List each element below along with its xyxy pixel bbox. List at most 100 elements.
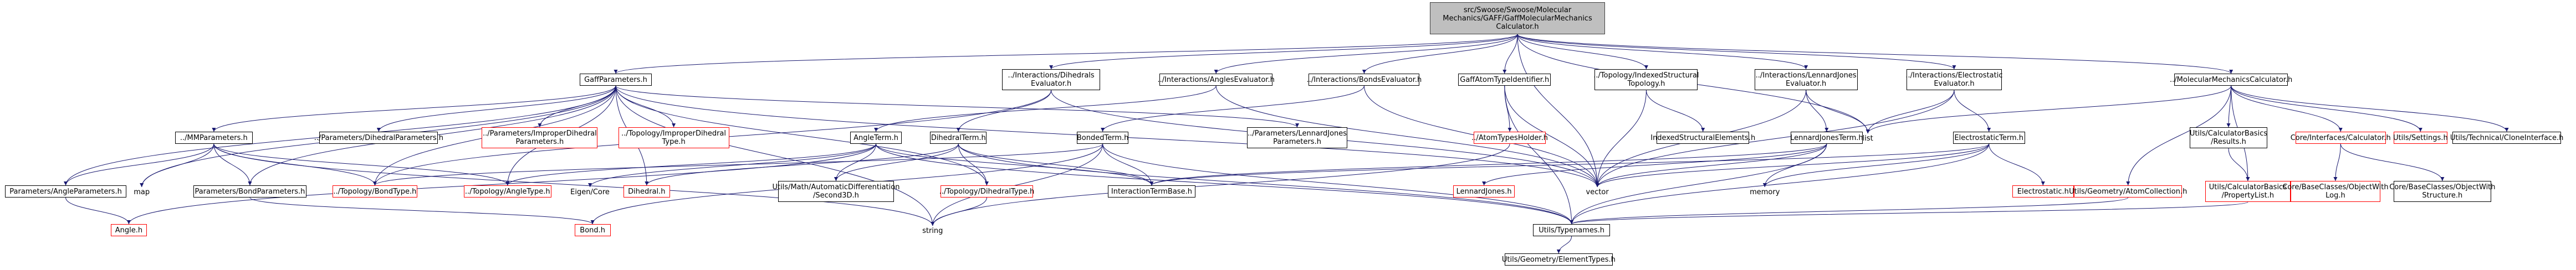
node-label-line: Mechanics/GAFF/GaffMolecularMechanics xyxy=(1443,14,1592,23)
node-auto-diff[interactable]: Utils/Math/AutomaticDifferentiation/Seco… xyxy=(772,181,899,202)
edge-ljTerm-to-interactionTermBase xyxy=(1149,143,1827,186)
node-map: map xyxy=(134,187,150,197)
node-string: string xyxy=(917,226,948,236)
node-label-line: ../MolecularMechanicsCalculator.h xyxy=(2170,75,2293,84)
node-label-line: Parameters/BondParameters.h xyxy=(195,187,305,196)
node-clone-iface[interactable]: Utils/Technical/CloneInterface.h xyxy=(2450,132,2563,144)
edge-gaffparams-to-dihedralParams xyxy=(376,85,616,132)
node-property-list[interactable]: Utils/CalculatorBasics/PropertyList.h xyxy=(2205,181,2291,202)
edge-dihedralTerm-to-interactionTermBase xyxy=(958,143,1154,186)
node-lj-h[interactable]: LennardJones.h xyxy=(1453,185,1515,198)
node-calc-results[interactable]: Utils/CalculatorBasics/Results.h xyxy=(2190,127,2267,148)
edge-indexedTopo-to-vector xyxy=(1595,90,1647,188)
node-angle-type[interactable]: ../Topology/AngleType.h xyxy=(463,185,551,198)
node-bond-params[interactable]: Parameters/BondParameters.h xyxy=(193,185,307,198)
edge-elecEval-to-vector xyxy=(1595,90,1955,188)
node-label-line: Utils/Settings.h xyxy=(2393,133,2448,142)
edge-ljEval-to-ljTerm xyxy=(1806,90,1829,132)
node-label-line: vector xyxy=(1586,188,1609,196)
node-label-line: ElectrostaticTerm.h xyxy=(1954,133,2024,142)
edge-mmParams-to-angleParams xyxy=(64,143,214,186)
node-atom-types-holder[interactable]: ../AtomTypesHolder.h xyxy=(1471,132,1548,144)
node-label-line: Utils/Geometry/AtomCollection.h xyxy=(2069,187,2187,196)
edge-calcResults-to-propertyList xyxy=(2228,148,2250,181)
node-bonds-eval[interactable]: ../Interactions/BondsEvaluator.h xyxy=(1306,74,1422,86)
node-angle-term[interactable]: AngleTerm.h xyxy=(850,132,902,144)
edge-angleTerm-to-eigenCore xyxy=(588,143,877,188)
edge-elecTerm-to-typenames xyxy=(1570,143,1990,225)
node-atom-collection[interactable]: Utils/Geometry/AtomCollection.h xyxy=(2069,185,2187,198)
node-label-line: Core/Interfaces/Calculator.h xyxy=(2290,133,2391,142)
node-label-line: Evaluator.h xyxy=(1934,80,1975,88)
node-bond-type[interactable]: ../Topology/BondType.h xyxy=(332,185,418,198)
node-interaction-term-base[interactable]: InteractionTermBase.h xyxy=(1107,185,1195,198)
edge-bondedTerm-to-typenames xyxy=(1102,143,1574,225)
edge-angleTerm-to-angleH xyxy=(127,143,877,225)
edge-dihedralsEval-to-dihedralTerm xyxy=(956,90,1052,132)
node-bonded-term[interactable]: BondedTerm.h xyxy=(1077,132,1128,144)
node-gaffparams[interactable]: GaffParameters.h xyxy=(579,74,652,86)
node-label-line: Utils/Typenames.h xyxy=(1539,226,1605,235)
node-label-line: InteractionTermBase.h xyxy=(1111,187,1192,196)
node-label-line: ../Topology/IndexedStructural xyxy=(1593,71,1699,80)
edge-mmCalc-to-coreCalc xyxy=(2231,85,2343,132)
edge-angleTerm-to-typenames xyxy=(876,143,1574,225)
edge-bondedTerm-to-bondType xyxy=(373,143,1103,186)
node-dihedral-params[interactable]: ../Parameters/DihedralParameters.h xyxy=(314,132,443,144)
node-angles-eval[interactable]: ../Interactions/AnglesEvaluator.h xyxy=(1157,74,1275,86)
edge-root-to-vector xyxy=(1517,34,1599,188)
node-label-line: ../Parameters/DihedralParameters.h xyxy=(314,133,443,142)
node-dihedral-h[interactable]: Dihedral.h xyxy=(623,185,670,198)
edge-mmCalc-to-utilsSettings xyxy=(2231,85,2422,132)
node-label-line: Evaluator.h xyxy=(1030,80,1072,88)
edge-mmParams-to-string xyxy=(213,143,935,226)
node-label-line: GaffParameters.h xyxy=(584,75,647,84)
node-label-line: ../Interactions/AnglesEvaluator.h xyxy=(1157,75,1275,84)
edge-ljTerm-to-vector xyxy=(1595,143,1827,188)
node-label-line: Dihedral.h xyxy=(628,187,666,196)
edge-elecTerm-to-vector xyxy=(1595,143,1990,188)
edge-root-to-bondsEval xyxy=(1362,34,1518,74)
node-indexed-elements[interactable]: IndexedStructuralElements.h xyxy=(1650,132,1755,144)
node-utils-settings[interactable]: Utils/Settings.h xyxy=(2393,132,2448,144)
node-label-line: ../Topology/ImproperDihedral xyxy=(621,129,726,138)
node-label-line: DihedralTerm.h xyxy=(931,133,986,142)
node-label-line: memory xyxy=(1750,188,1780,196)
node-angle-params[interactable]: Parameters/AngleParameters.h xyxy=(5,185,126,198)
node-elec-term[interactable]: ElectrostaticTerm.h xyxy=(1953,132,2025,144)
node-angle-h[interactable]: Angle.h xyxy=(110,224,147,236)
node-mm-calc[interactable]: ../MolecularMechanicsCalculator.h xyxy=(2170,74,2292,86)
edge-mmParams-to-angleType xyxy=(213,143,510,186)
node-lj-term[interactable]: LennardJonesTerm.h xyxy=(1790,132,1863,144)
node-label-line: GaffAtomTypeIdentifier.h xyxy=(1460,75,1550,84)
node-typenames[interactable]: Utils/Typenames.h xyxy=(1532,224,1611,236)
edge-mmCalc-to-cloneIface xyxy=(2231,85,2509,132)
node-bond-h[interactable]: Bond.h xyxy=(574,224,611,236)
node-dihedral-type[interactable]: ../Topology/DihedralType.h xyxy=(939,185,1034,198)
edge-angleParams-to-angleH xyxy=(65,197,131,225)
node-label-line: Parameters.h xyxy=(1273,138,1321,146)
node-core-calc[interactable]: Core/Interfaces/Calculator.h xyxy=(2291,132,2391,144)
node-label-line: /Results.h xyxy=(2211,138,2246,146)
node-electrostatic-h[interactable]: Electrostatic.h xyxy=(2012,185,2074,198)
edge-bondedTerm-to-interactionTermBase xyxy=(1102,143,1154,186)
edge-angleTerm-to-autoDiff xyxy=(834,143,877,181)
node-label-line: /Second3D.h xyxy=(813,191,859,200)
edge-root-to-mmCalc xyxy=(1517,34,2233,74)
edge-gaffparams-to-ljParams xyxy=(615,85,1299,128)
node-label-line: ../Interactions/BondsEvaluator.h xyxy=(1306,75,1422,84)
edge-root-to-indexedTopo xyxy=(1517,34,1648,70)
node-element-types[interactable]: Utils/Geometry/ElementTypes.h xyxy=(1502,253,1616,266)
node-dihedral-term[interactable]: DihedralTerm.h xyxy=(930,132,987,144)
node-mm-params[interactable]: ../MMParameters.h xyxy=(175,132,253,144)
node-gaff-atom-type[interactable]: GaffAtomTypeIdentifier.h xyxy=(1458,74,1551,86)
